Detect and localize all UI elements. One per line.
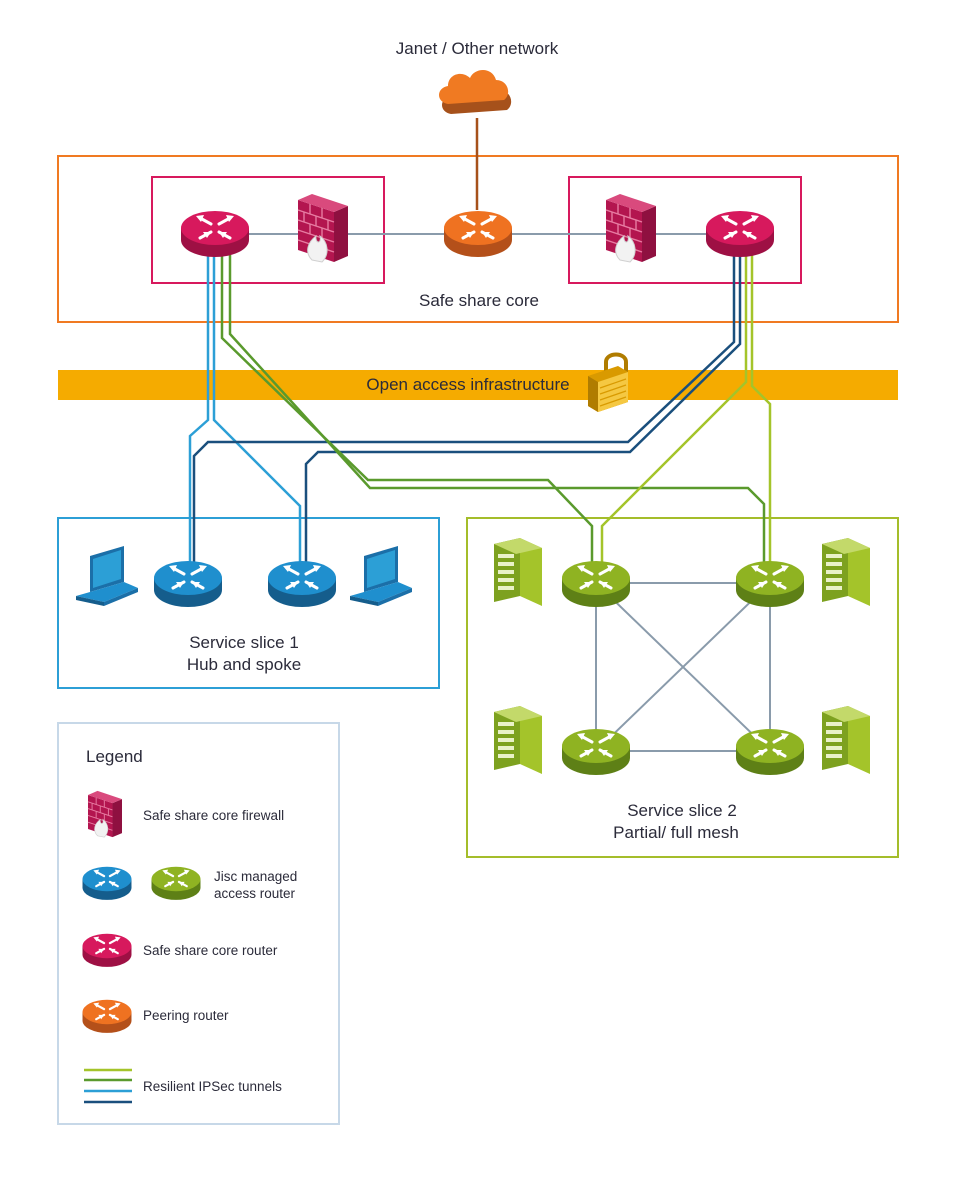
tunnel-light-blue — [188, 255, 210, 568]
tunnel-light-green — [600, 255, 748, 568]
core-firewall-left — [297, 193, 349, 263]
legend-peering-router-icon — [82, 999, 132, 1033]
peering-router — [444, 211, 512, 257]
tunnel-light-green — [750, 255, 772, 568]
slice2-sublabel: Partial/ full mesh — [613, 823, 739, 842]
core-right-firewall-box — [568, 176, 802, 284]
legend-green-router-icon — [151, 866, 201, 900]
legend-access-router-sublabel: access router — [214, 886, 296, 901]
core-left-firewall-box — [151, 176, 385, 284]
mesh-links — [595, 582, 771, 752]
service-slice-2-box — [466, 517, 899, 858]
service-slice-1-box — [57, 517, 440, 689]
legend-tunnels-label: Resilient IPSec tunnels — [143, 1079, 282, 1094]
server-icon — [822, 538, 870, 606]
external-network-label: Janet / Other network — [396, 39, 559, 58]
legend-access-router-label: Jisc managed — [214, 869, 297, 884]
laptop-icon — [76, 546, 138, 606]
slice2-router-bottom-right — [736, 729, 804, 775]
tunnel-dark-green — [228, 255, 766, 568]
tunnel-dark-blue — [192, 255, 736, 568]
core-router-right — [706, 211, 774, 257]
core-label: Safe share core — [419, 291, 539, 310]
legend-peering-router-label: Peering router — [143, 1008, 229, 1023]
laptop-icon — [350, 546, 412, 606]
slice1-label: Service slice 1 — [189, 633, 299, 652]
legend-firewall-label: Safe share core firewall — [143, 808, 284, 823]
ipsec-tunnels — [188, 255, 772, 568]
slice1-router-right — [268, 561, 336, 607]
legend-firewall-icon — [87, 790, 123, 838]
core-router-left — [181, 211, 249, 257]
legend-blue-router-icon — [82, 866, 132, 900]
tunnel-dark-blue — [304, 255, 742, 568]
slice2-router-bottom-left — [562, 729, 630, 775]
infrastructure-label: Open access infrastructure — [366, 375, 569, 394]
padlock-icon — [588, 352, 628, 412]
slice2-label: Service slice 2 — [627, 801, 737, 820]
legend-core-router-label: Safe share core router — [143, 943, 278, 958]
server-icon — [494, 538, 542, 606]
cloud-icon — [439, 70, 512, 114]
slice1-sublabel: Hub and spoke — [187, 655, 301, 674]
slice2-router-top-left — [562, 561, 630, 607]
legend-tunnels-icon — [84, 1068, 132, 1104]
slice1-router-left — [154, 561, 222, 607]
tunnel-light-blue — [212, 255, 302, 568]
core-firewall-right — [605, 193, 657, 263]
server-icon — [494, 706, 542, 774]
legend-box — [57, 722, 340, 1125]
open-access-infrastructure-band — [58, 370, 898, 400]
legend-title: Legend — [86, 747, 143, 766]
legend-core-router-icon — [82, 933, 132, 967]
tunnel-dark-green — [220, 255, 594, 568]
slice2-router-top-right — [736, 561, 804, 607]
server-icon — [822, 706, 870, 774]
